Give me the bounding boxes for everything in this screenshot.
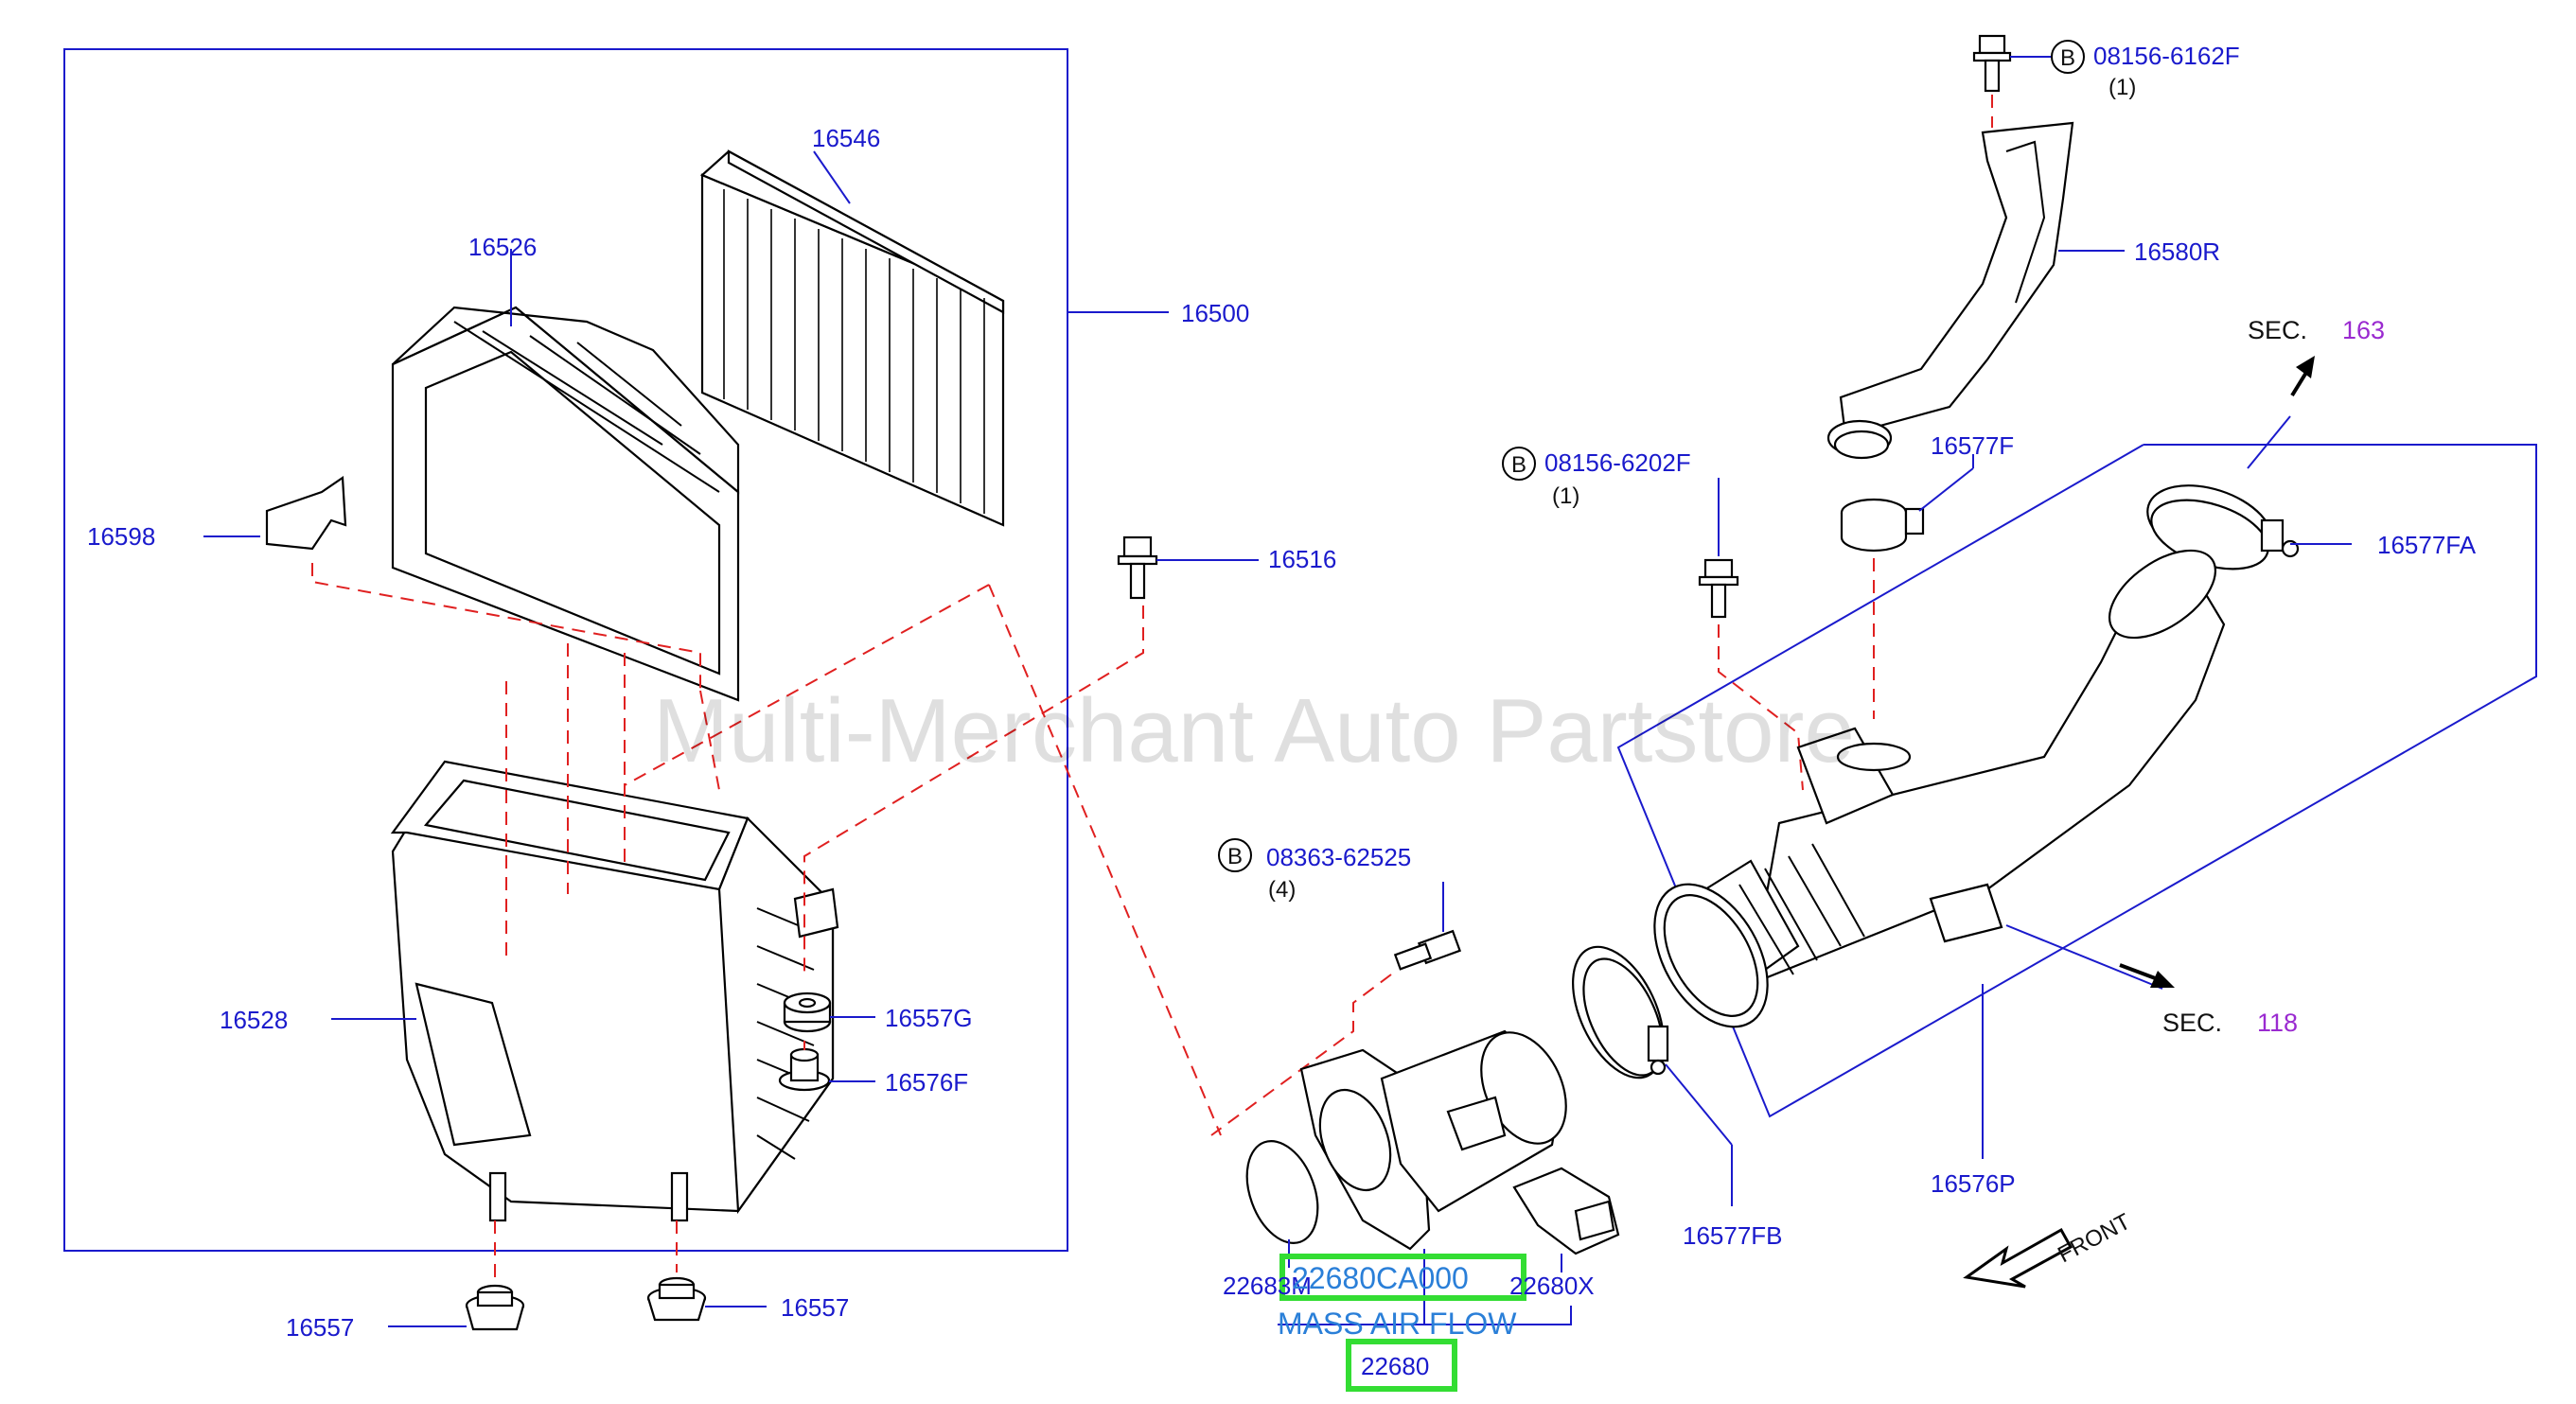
highlight-22680 xyxy=(1346,1339,1457,1392)
grommet-16576f xyxy=(778,1047,831,1092)
label-mass-air-flow: MASS AIR FLOW xyxy=(1278,1307,1517,1341)
svg-text:B: B xyxy=(1511,452,1526,478)
air-filter-element xyxy=(699,149,1005,527)
label-16576p: 16576P xyxy=(1931,1169,2016,1198)
bolt-16516 xyxy=(1117,535,1158,600)
label-16580r: 16580R xyxy=(2134,237,2220,266)
label-16557-left: 16557 xyxy=(286,1313,354,1342)
dash-bolt2 xyxy=(1718,624,1804,791)
leader-sec118 xyxy=(2005,924,2163,990)
bolt-08363-62525 xyxy=(1393,929,1462,971)
assembly-dashed-lines-left xyxy=(311,563,1222,1282)
label-bolt1-qty: (1) xyxy=(2108,75,2136,100)
label-22680: 22680 xyxy=(1361,1352,1429,1380)
sec-118-arrow xyxy=(2119,963,2175,988)
air-cleaner-cover xyxy=(391,306,740,702)
label-16598: 16598 xyxy=(87,522,155,551)
label-sec118-a: SEC. xyxy=(2162,1009,2222,1037)
label-bolt2: 08156-6202F xyxy=(1544,448,1691,477)
front-arrow-icon xyxy=(1963,1227,2073,1289)
air-cleaner-lower-case xyxy=(390,760,839,1222)
leader-sec163 xyxy=(2247,415,2291,469)
leader-16577fb xyxy=(1665,1063,1733,1146)
label-16577fa: 16577FA xyxy=(2377,531,2477,559)
label-16557g: 16557G xyxy=(885,1004,973,1032)
air-duct-16576p xyxy=(1653,549,2226,1028)
bolt-08156-6162f xyxy=(1972,34,2012,93)
label-22680x: 22680X xyxy=(1509,1272,1595,1300)
sec-163-arrow xyxy=(2290,356,2315,397)
label-sec163-b: 163 xyxy=(2342,316,2385,344)
label-16557-right: 16557 xyxy=(781,1293,849,1322)
clamp-16577f xyxy=(1840,498,1925,553)
label-22683m: 22683M xyxy=(1223,1272,1312,1300)
o-ring-22683m xyxy=(1245,1140,1319,1244)
grommet-16557-left xyxy=(465,1284,525,1331)
label-16576f: 16576F xyxy=(885,1068,968,1097)
label-sec163-a: SEC. xyxy=(2248,316,2307,344)
label-bolt3: 08363-62525 xyxy=(1266,843,1411,871)
grommet-16557g xyxy=(783,992,832,1033)
label-bolt3-qty: (4) xyxy=(1268,877,1296,903)
label-22680ca000: 22680CA000 xyxy=(1292,1261,1469,1295)
label-16516: 16516 xyxy=(1268,545,1336,573)
mass-air-flow-sensor xyxy=(1299,1029,1567,1251)
b-marker-1: B xyxy=(2051,40,2085,74)
svg-text:B: B xyxy=(2060,45,2075,71)
label-16577fb: 16577FB xyxy=(1683,1221,1783,1250)
label-bolt1: 08156-6162F xyxy=(2093,42,2240,70)
highlight-22680ca000 xyxy=(1279,1254,1526,1301)
label-front: FRONT xyxy=(2054,1208,2135,1268)
b-marker-2: B xyxy=(1502,447,1536,481)
air-duct-16580r xyxy=(1826,121,2074,460)
label-sec118-b: 118 xyxy=(2257,1009,2298,1037)
dash-bolt3 xyxy=(1210,974,1392,1136)
watermark: Multi-Merchant Auto Partstore xyxy=(653,680,1855,781)
air-cleaner-assembly-frame xyxy=(63,48,1068,1252)
label-bolt2-qty: (1) xyxy=(1552,483,1579,509)
maf-bracket xyxy=(1278,1249,1572,1325)
b-marker-3: B xyxy=(1218,838,1252,872)
clamp-16577fb xyxy=(1572,945,1669,1079)
leader-16577f xyxy=(1918,467,1974,512)
clip-part xyxy=(265,475,347,551)
svg-text:B: B xyxy=(1227,844,1243,869)
leader-16546 xyxy=(813,150,851,204)
grommet-16557-right xyxy=(646,1276,707,1322)
label-16577f: 16577F xyxy=(1931,431,2014,460)
label-16546: 16546 xyxy=(812,124,880,152)
label-16528: 16528 xyxy=(220,1006,288,1034)
bolt-08156-6202f xyxy=(1698,558,1739,619)
resonator-frame xyxy=(1616,444,2537,1118)
label-16500: 16500 xyxy=(1181,299,1249,327)
maf-sensor-22680x xyxy=(1512,1167,1620,1255)
label-16526: 16526 xyxy=(468,233,537,261)
